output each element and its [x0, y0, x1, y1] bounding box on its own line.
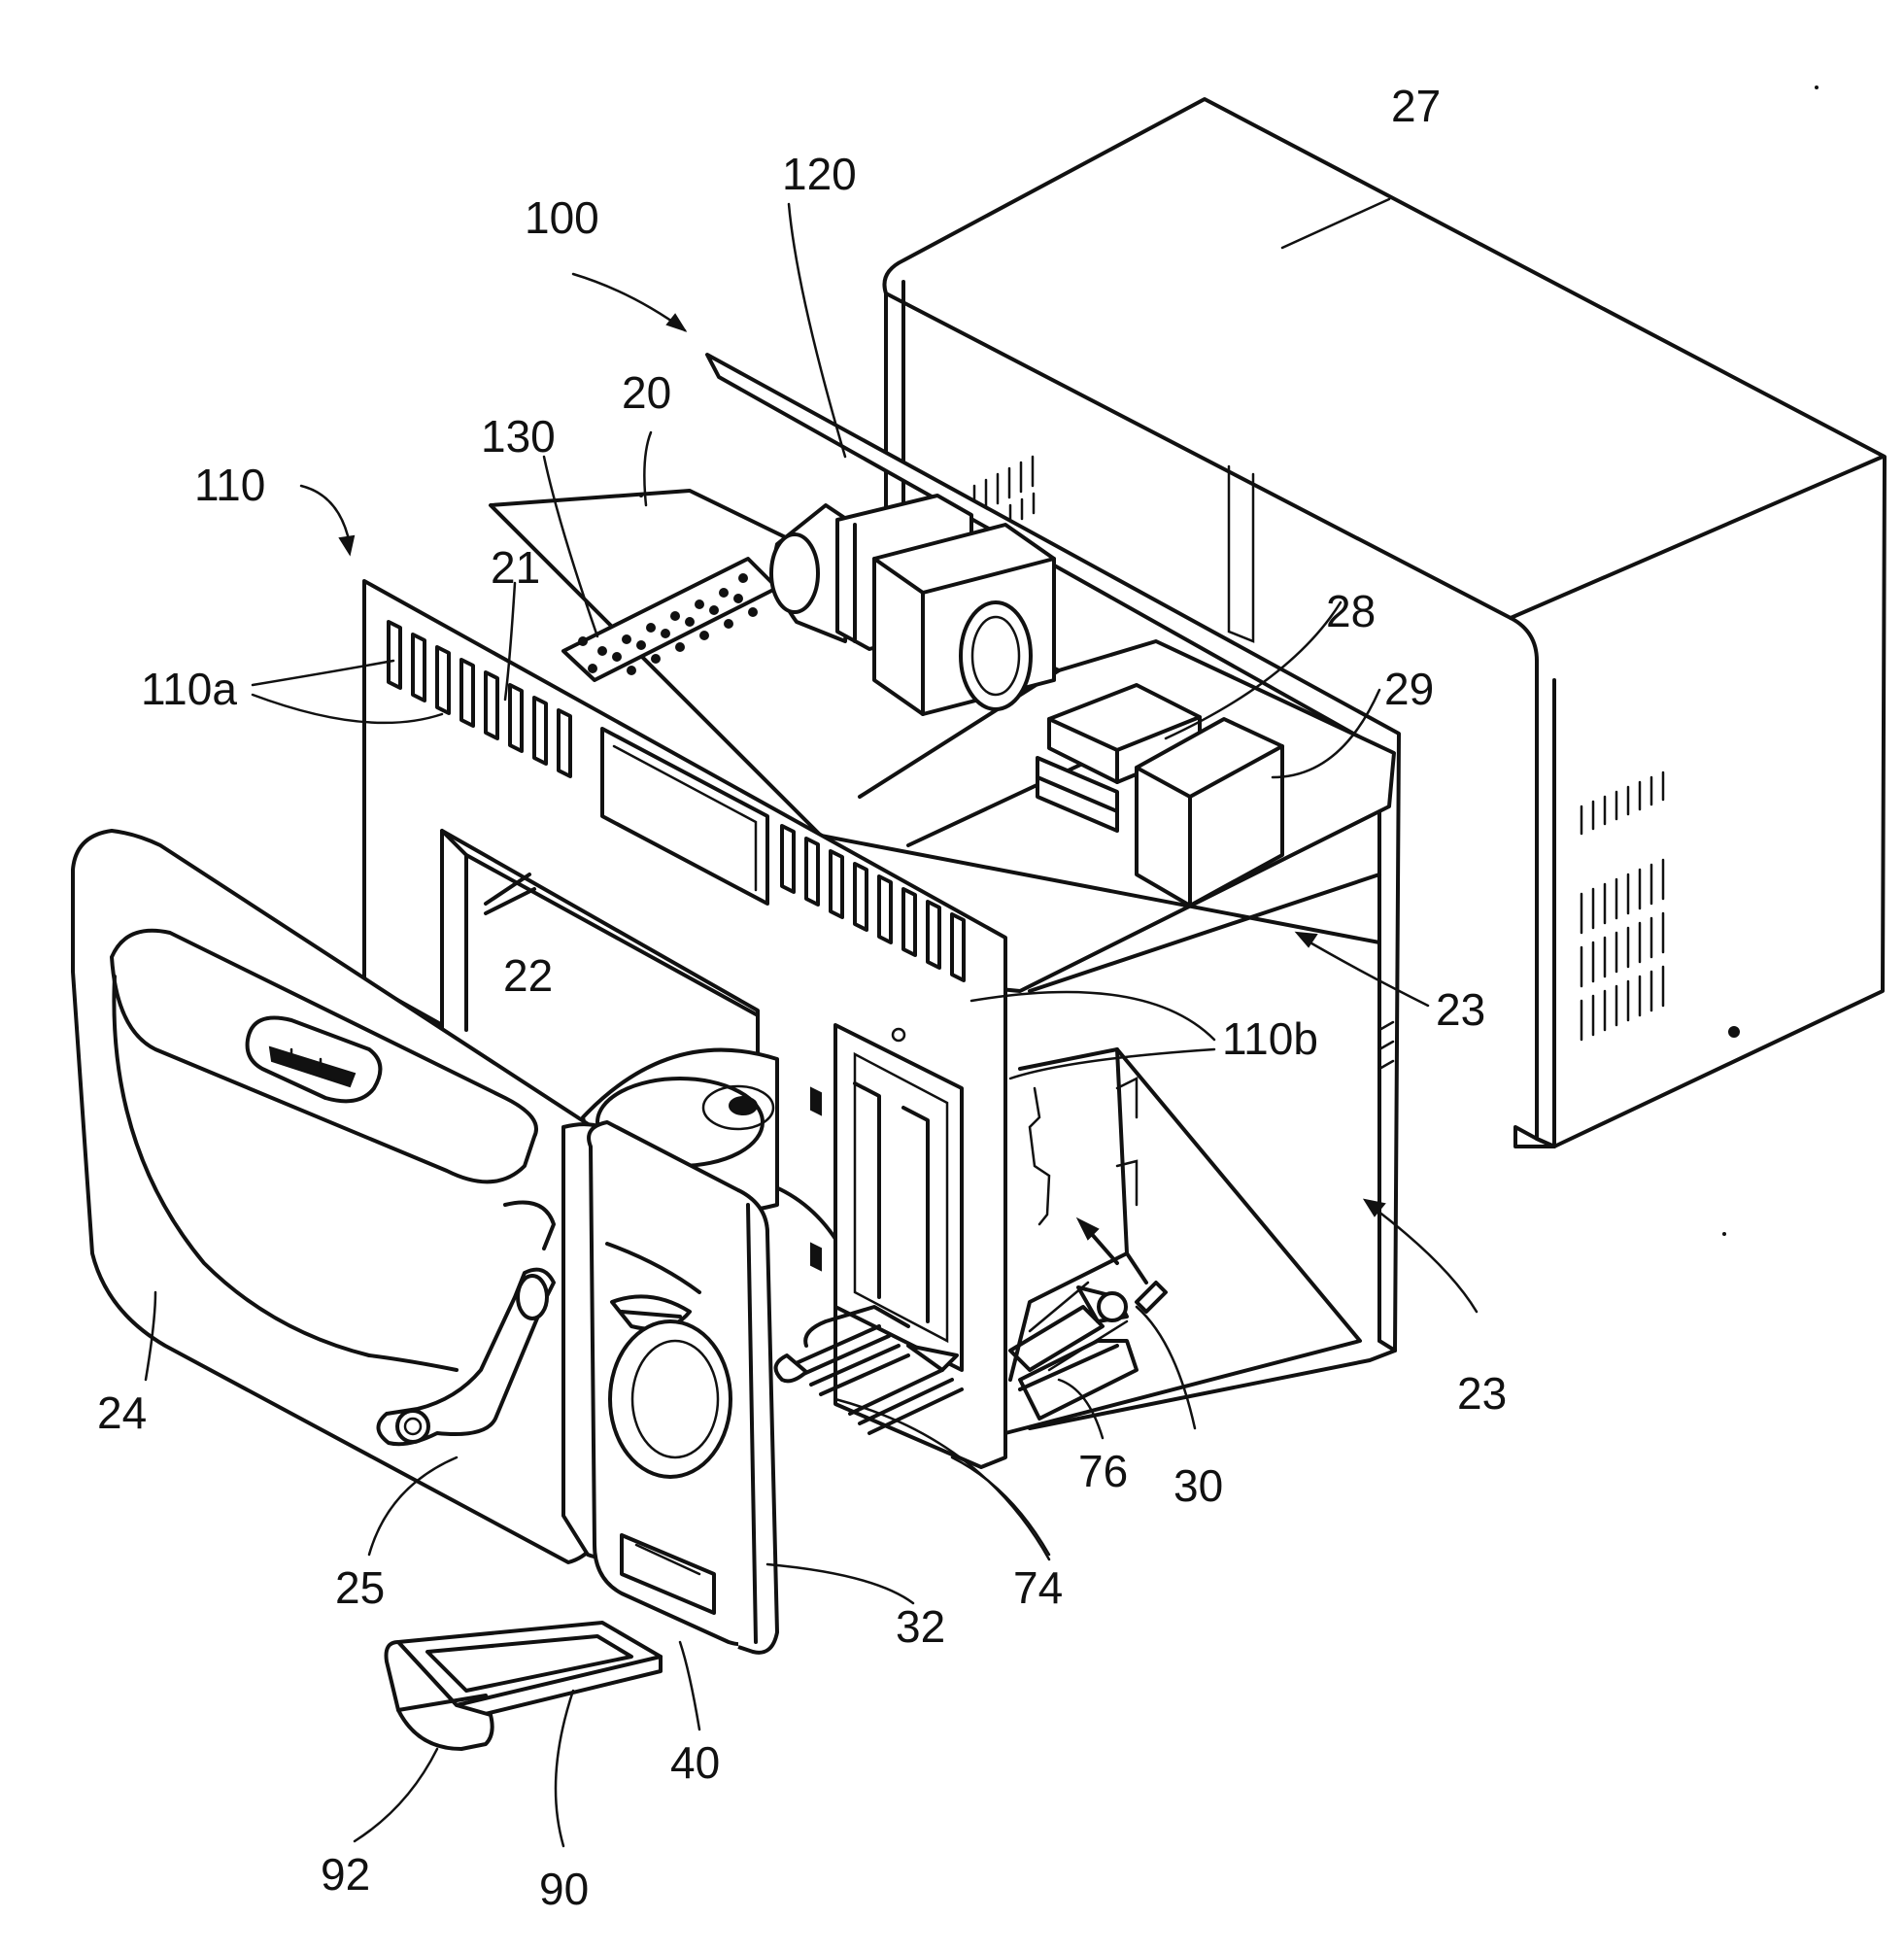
- base-frame-23: [1005, 1049, 1360, 1433]
- label-21: 21: [491, 542, 540, 593]
- label-32: 32: [896, 1601, 945, 1652]
- label-130: 130: [481, 411, 556, 462]
- label-100: 100: [525, 192, 599, 243]
- label-30: 30: [1173, 1460, 1223, 1511]
- label-25: 25: [335, 1562, 385, 1613]
- control-panel-32: [589, 1122, 777, 1653]
- label-92: 92: [321, 1849, 370, 1900]
- label-27: 27: [1391, 81, 1441, 131]
- label-110: 110: [194, 460, 265, 510]
- label-40: 40: [670, 1737, 720, 1788]
- label-74: 74: [1013, 1562, 1063, 1613]
- label-110a: 110a: [141, 664, 237, 714]
- label-23-lower: 23: [1457, 1368, 1507, 1419]
- label-23-upper: 23: [1436, 984, 1485, 1035]
- label-28: 28: [1326, 586, 1376, 636]
- label-90: 90: [539, 1864, 589, 1914]
- dial-knob: [610, 1321, 731, 1477]
- label-22: 22: [503, 950, 553, 1001]
- label-120: 120: [782, 149, 857, 199]
- label-29: 29: [1384, 664, 1434, 714]
- label-20: 20: [622, 367, 671, 418]
- label-76: 76: [1078, 1446, 1128, 1496]
- label-24: 24: [97, 1387, 147, 1438]
- label-110b: 110b: [1222, 1013, 1318, 1064]
